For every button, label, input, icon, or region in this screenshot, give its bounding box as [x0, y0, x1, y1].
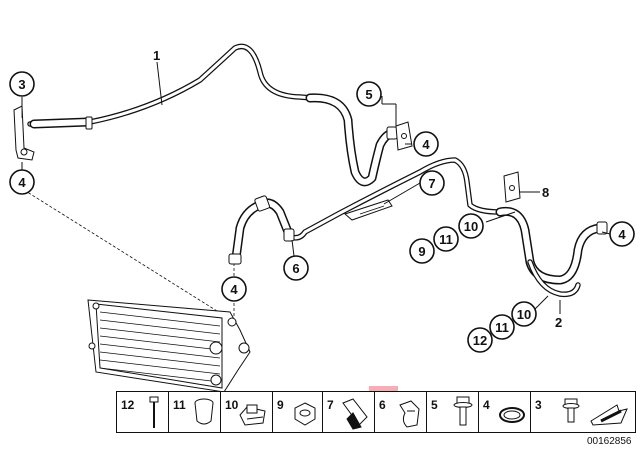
callout-11-low: 11	[489, 314, 515, 340]
flange-bolt-icon	[453, 396, 473, 426]
retaining-clip-icon	[399, 400, 420, 428]
pipe-7	[287, 157, 503, 241]
leader-lines	[21, 61, 611, 314]
svg-text:10: 10	[464, 219, 478, 234]
hex-nut-icon	[294, 402, 316, 426]
svg-text:12: 12	[473, 333, 487, 348]
svg-text:9: 9	[418, 244, 425, 259]
svg-text:3: 3	[18, 77, 25, 92]
left-bracket	[13, 104, 35, 161]
legend-item-9[interactable]: 9	[273, 392, 323, 432]
callout-12: 12	[467, 327, 493, 353]
callout-5: 5	[356, 81, 382, 107]
o-ring-icon	[499, 407, 525, 423]
legend-item-5[interactable]: 5	[427, 392, 479, 432]
svg-text:5: 5	[365, 87, 372, 102]
legend-number: 9	[277, 398, 284, 412]
bracket-clip-icon	[342, 398, 368, 430]
parts-legend-strip: 12 11 10 9 7 6	[116, 391, 636, 433]
legend-number: 11	[173, 398, 186, 412]
short-bolt-icon	[562, 398, 628, 426]
legend-item-11[interactable]: 11	[169, 392, 221, 432]
reference-number: 00162856	[587, 436, 632, 447]
legend-item-4[interactable]: 4	[479, 392, 531, 432]
callout-6: 6	[283, 255, 309, 281]
callout-11-mid: 11	[433, 226, 459, 252]
oil-cooler	[87, 299, 251, 393]
callout-3: 3	[9, 71, 35, 97]
long-bolt-icon	[149, 396, 159, 428]
svg-text:4: 4	[18, 175, 26, 190]
hose-clamp-icon	[239, 404, 266, 426]
label-8: 8	[542, 185, 549, 200]
sleeve-icon	[194, 398, 214, 425]
svg-text:6: 6	[292, 261, 299, 276]
legend-number: 4	[483, 398, 490, 412]
legend-number: 5	[431, 398, 438, 412]
hose-6	[228, 195, 295, 265]
legend-number: 12	[121, 398, 135, 412]
callout-4-mid: 4	[413, 131, 439, 157]
legend-item-10[interactable]: 10	[221, 392, 273, 432]
svg-text:7: 7	[428, 176, 435, 191]
legend-item-6[interactable]: 6	[375, 392, 427, 432]
hose-2	[495, 171, 608, 298]
legend-number: 7	[327, 398, 334, 412]
callout-10-low: 10	[511, 301, 537, 327]
svg-text:10: 10	[517, 307, 531, 322]
callout-4-left: 4	[9, 169, 35, 195]
svg-text:4: 4	[618, 227, 626, 242]
callout-4-right: 4	[609, 221, 635, 247]
dashed-guide-lines	[23, 189, 235, 318]
svg-text:11: 11	[495, 320, 509, 335]
legend-item-7[interactable]: 7	[323, 392, 375, 432]
legend-item-12[interactable]: 12	[117, 392, 169, 432]
svg-text:11: 11	[439, 232, 453, 247]
callout-10-mid: 10	[458, 213, 484, 239]
svg-text:4: 4	[422, 137, 430, 152]
callout-7: 7	[419, 170, 445, 196]
label-1: 1	[153, 48, 160, 63]
legend-item-3[interactable]: 3	[531, 392, 635, 432]
legend-number: 6	[379, 398, 386, 412]
hose-1	[27, 43, 413, 187]
callout-4-lower: 4	[221, 276, 247, 302]
legend-number: 3	[535, 398, 542, 412]
label-2: 2	[555, 315, 562, 330]
callout-9: 9	[409, 238, 435, 264]
svg-text:4: 4	[230, 282, 238, 297]
legend-number: 10	[225, 398, 239, 412]
